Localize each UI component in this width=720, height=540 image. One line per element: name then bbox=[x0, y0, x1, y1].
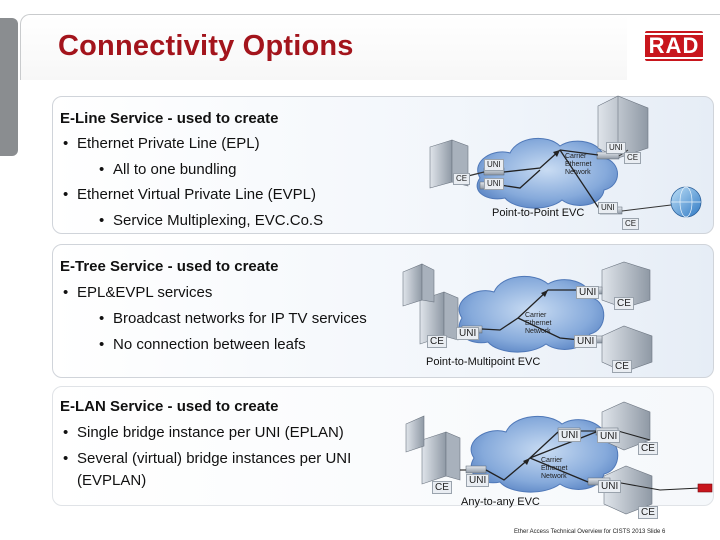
elan-building-top-left bbox=[405, 415, 425, 453]
elan-evc-label: Any-to-any EVC bbox=[461, 496, 540, 508]
etree-uni-label-3: UNI bbox=[574, 335, 598, 348]
rad-logo: RAD bbox=[642, 31, 706, 61]
eline-building-left bbox=[429, 139, 469, 189]
elan-device-1 bbox=[465, 465, 487, 474]
elan-heading: E-LAN Service - used to create bbox=[60, 398, 279, 415]
elan-cloud-line1: Carrier bbox=[541, 457, 563, 464]
etree-ce-label-3: CE bbox=[612, 360, 632, 373]
etree-evc-label: Point-to-Multipoint EVC bbox=[426, 356, 541, 368]
elan-uni-label-2: UNI bbox=[597, 430, 621, 443]
eline-uni-label-4: UNI bbox=[598, 202, 618, 214]
slide-footer: Ether Access Technical Overview for CIST… bbox=[514, 529, 666, 535]
elan-cloud-line3: Network bbox=[541, 473, 567, 480]
eline-ce-label-1: CE bbox=[453, 173, 471, 185]
etree-item-no-leaf-connection: No connection between leafs bbox=[99, 336, 306, 353]
eline-item-bundling: All to one bundling bbox=[99, 161, 236, 178]
etree-cloud bbox=[458, 275, 605, 353]
elan-cloud-text: Carrier Ethernet Network bbox=[541, 457, 567, 481]
elan-cloud-line2: Ethernet bbox=[541, 465, 568, 472]
elan-uni-label-1: UNI bbox=[558, 429, 582, 442]
elan-item-evplan-cont: (EVPLAN) bbox=[77, 472, 147, 489]
etree-cloud-line2: Ethernet bbox=[525, 320, 552, 327]
eline-cloud bbox=[476, 137, 618, 209]
etree-cloud-line3: Network bbox=[525, 328, 551, 335]
eline-cloud-line1: Carrier bbox=[565, 153, 587, 160]
eline-evc-label: Point-to-Point EVC bbox=[492, 207, 585, 219]
elan-uni-label-4: UNI bbox=[598, 480, 622, 493]
etree-building-right-top bbox=[601, 261, 651, 309]
eline-heading: E-Line Service - used to create bbox=[60, 110, 279, 127]
eline-ce-label-2: CE bbox=[624, 152, 642, 164]
etree-ce-label-2: CE bbox=[427, 335, 447, 348]
elan-building-left bbox=[421, 431, 461, 485]
eline-uni-label-3: UNI bbox=[606, 142, 626, 154]
globe-icon bbox=[670, 186, 702, 218]
etree-building-top-left bbox=[402, 263, 435, 307]
etree-item-epl-evpl: EPL&EVPL services bbox=[63, 284, 212, 301]
etree-uni-label-2: UNI bbox=[456, 327, 480, 340]
eline-cloud-line3: Network bbox=[565, 169, 591, 176]
eline-item-evpl: Ethernet Virtual Private Line (EVPL) bbox=[63, 186, 316, 203]
left-accent-tab bbox=[0, 18, 18, 156]
etree-cloud-text: Carrier Ethernet Network bbox=[525, 312, 551, 336]
logo-text: RAD bbox=[642, 33, 706, 59]
etree-item-broadcast: Broadcast networks for IP TV services bbox=[99, 310, 367, 327]
eline-uni-label-2: UNI bbox=[484, 178, 504, 190]
elan-ce-label-2: CE bbox=[432, 481, 452, 494]
etree-heading: E-Tree Service - used to create bbox=[60, 258, 279, 275]
elan-ce-label-1: CE bbox=[638, 442, 658, 455]
elan-item-eplan: Single bridge instance per UNI (EPLAN) bbox=[63, 424, 344, 441]
eline-item-epl: Ethernet Private Line (EPL) bbox=[63, 135, 260, 152]
page-title: Connectivity Options bbox=[58, 30, 354, 62]
eline-cloud-line2: Ethernet bbox=[565, 161, 592, 168]
eline-item-multiplexing: Service Multiplexing, EVC.Co.S bbox=[99, 212, 323, 229]
eline-ce-label-3: CE bbox=[622, 218, 640, 230]
cable-plug-icon bbox=[697, 483, 713, 493]
etree-uni-label-1: UNI bbox=[576, 286, 600, 299]
etree-cloud-line1: Carrier bbox=[525, 312, 547, 319]
eline-cloud-text: Carrier Ethernet Network bbox=[565, 153, 591, 177]
etree-building-left bbox=[419, 291, 459, 345]
elan-uni-label-3: UNI bbox=[466, 474, 490, 487]
eline-uni-label-1: UNI bbox=[484, 159, 504, 171]
header: Connectivity Options RAD bbox=[0, 0, 720, 156]
elan-ce-label-3: CE bbox=[638, 506, 658, 519]
elan-item-evplan: Several (virtual) bridge instances per U… bbox=[63, 450, 351, 467]
etree-ce-label-1: CE bbox=[614, 297, 634, 310]
elan-building-right-bottom bbox=[603, 465, 653, 515]
